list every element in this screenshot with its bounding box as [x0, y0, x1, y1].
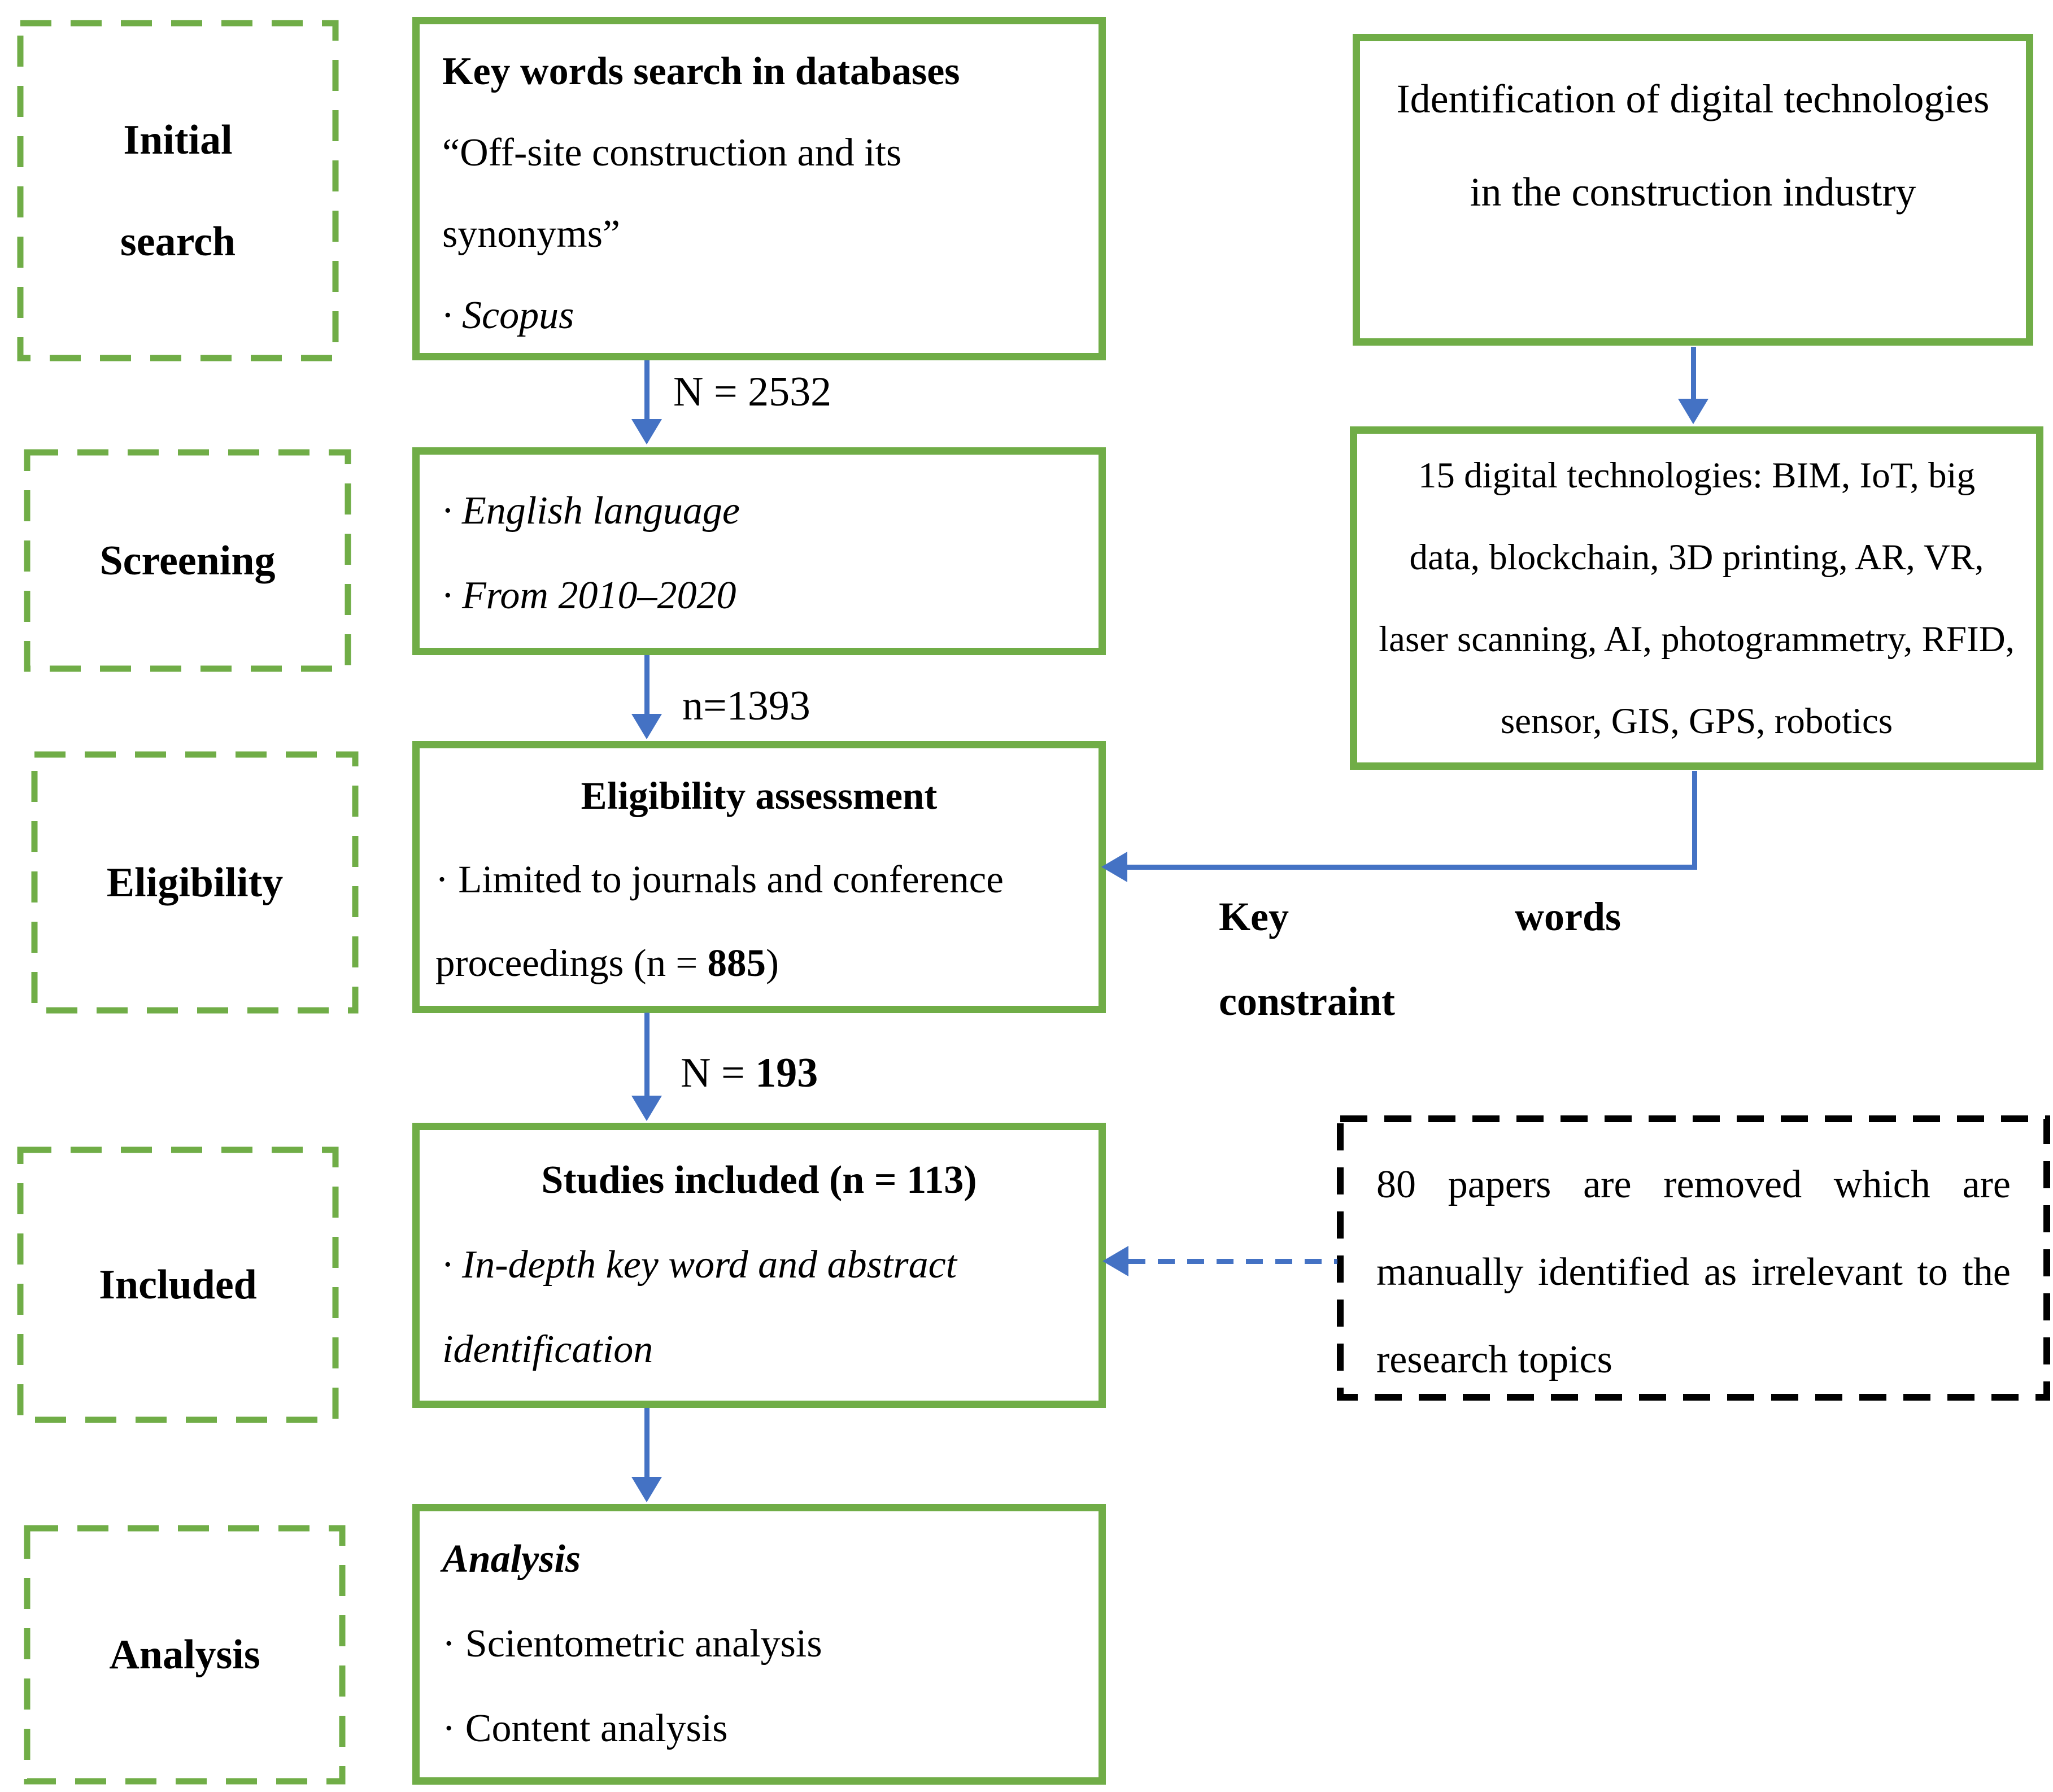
eligibility-criterion: · Limited to journals and conference pro… — [435, 838, 1083, 1005]
stage-label-screening: Screening — [99, 537, 276, 584]
stage-label-included: Included — [99, 1262, 257, 1308]
arrow-identification-to-technologies-line — [1691, 347, 1696, 399]
eligibility-criterion-count: 885 — [707, 941, 766, 984]
removed-papers-text: 80 papers are removed which are manually… — [1376, 1163, 2011, 1381]
connector-technologies-vertical-line — [1692, 771, 1697, 867]
dashed-green-border — [17, 1146, 339, 1423]
label-n193: N = 193 — [681, 1049, 818, 1097]
arrow-eligibility-to-included-line — [644, 1013, 650, 1096]
stage-box-eligibility: Eligibility — [31, 751, 359, 1014]
dashed-green-border — [17, 20, 339, 361]
arrow-screening-to-eligibility-line — [644, 655, 650, 714]
stage-box-screening: Screening — [24, 449, 351, 672]
label-n1393: n=1393 — [682, 683, 810, 729]
box-identification: Identification of digital technologies i… — [1353, 34, 2033, 346]
analysis-method-scientometric: · Scientometric analysis — [442, 1622, 822, 1665]
analysis-method-content: · Content analysis — [442, 1707, 728, 1750]
box-analysis: Analysis · Scientometric analysis · Cont… — [412, 1504, 1106, 1785]
studies-included-method: · In-depth key word and abstract identif… — [442, 1243, 957, 1371]
box-technologies: 15 digital technologies: BIM, IoT, big d… — [1350, 426, 2043, 770]
label-n193-number: 193 — [755, 1050, 818, 1096]
screening-criterion-years: · From 2010–2020 — [442, 574, 736, 617]
dashed-green-border — [24, 449, 351, 672]
studies-included-heading: Studies included (n = 113) — [541, 1158, 977, 1202]
eligibility-criterion-suffix: ) — [766, 941, 779, 984]
stage-box-analysis: Analysis — [24, 1525, 346, 1785]
label-n2532: N = 2532 — [673, 369, 832, 415]
arrow-included-to-analysis-line — [644, 1408, 650, 1477]
box-screening-criteria: · English language · From 2010–2020 — [412, 447, 1106, 655]
box-studies-included: Studies included (n = 113) · In-depth ke… — [412, 1123, 1106, 1408]
eligibility-heading: Eligibility assessment — [581, 774, 938, 817]
identification-text: Identification of digital technologies i… — [1396, 76, 1990, 215]
keyword-search-query: “Off-site construction and its synonyms” — [442, 131, 902, 256]
stage-label-initial-search: Initial search — [120, 116, 236, 265]
keyword-constraint-label: Key words constraint — [1219, 874, 1621, 1044]
dashed-arrow-removed-to-included-line — [1128, 1259, 1337, 1264]
dashed-green-border — [24, 1525, 346, 1785]
arrow-down-icon — [631, 714, 662, 739]
stage-box-initial-search: Initial search — [17, 20, 339, 361]
keyword-constraint-word1: Key — [1219, 894, 1289, 939]
arrow-down-icon — [631, 1096, 662, 1121]
dashed-black-border — [1337, 1115, 2050, 1401]
label-n193-prefix: N = — [681, 1050, 756, 1096]
analysis-heading: Analysis — [442, 1537, 581, 1581]
screening-criterion-language: · English language — [442, 489, 740, 533]
arrow-left-icon — [1101, 852, 1127, 882]
arrow-down-icon — [631, 1477, 662, 1502]
arrow-initial-to-screening-line — [644, 360, 650, 419]
connector-technologies-horizontal-line — [1126, 865, 1697, 870]
technologies-text: 15 digital technologies: BIM, IoT, big d… — [1379, 455, 2015, 742]
keyword-constraint-word2: words — [1514, 894, 1621, 939]
stage-box-included: Included — [17, 1146, 339, 1423]
keyword-constraint-line1: Key words — [1219, 874, 1621, 959]
keyword-constraint-line2: constraint — [1219, 979, 1395, 1024]
box-keyword-search: Key words search in databases “Off-site … — [412, 17, 1106, 360]
box-eligibility-assessment: Eligibility assessment · Limited to jour… — [412, 741, 1106, 1013]
stage-label-analysis: Analysis — [109, 1632, 260, 1678]
arrow-down-icon — [631, 419, 662, 444]
eligibility-criterion-text: · Limited to journals and conference pro… — [435, 858, 1004, 984]
keyword-search-heading: Key words search in databases — [442, 50, 960, 93]
arrow-left-icon — [1102, 1246, 1128, 1276]
dashed-green-border — [31, 751, 359, 1014]
box-removed-papers: 80 papers are removed which are manually… — [1337, 1115, 2050, 1401]
keyword-search-database: · Scopus — [442, 294, 574, 337]
arrow-down-icon — [1678, 399, 1708, 424]
stage-label-eligibility: Eligibility — [106, 859, 284, 906]
